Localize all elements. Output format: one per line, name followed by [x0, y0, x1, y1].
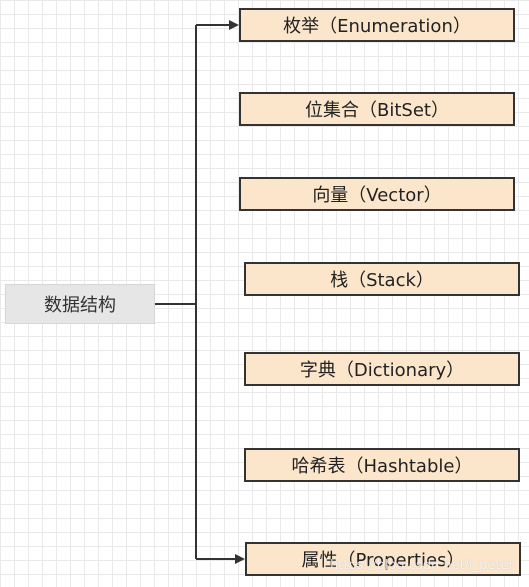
root-node: 数据结构 [5, 284, 155, 324]
watermark: https://blog.csdn.net/l_peter [330, 558, 514, 573]
arrowhead-top [229, 20, 239, 30]
arrowhead-bottom [235, 554, 245, 564]
node-stack: 栈（Stack） [244, 262, 520, 296]
node-enumeration: 枚举（Enumeration） [239, 8, 515, 42]
node-bitset: 位集合（BitSet） [239, 92, 515, 126]
node-hashtable: 哈希表（Hashtable） [244, 448, 520, 482]
node-properties: 属性（Properties） [245, 542, 521, 576]
node-vector: 向量（Vector） [239, 177, 515, 211]
node-dictionary: 字典（Dictionary） [244, 352, 520, 386]
